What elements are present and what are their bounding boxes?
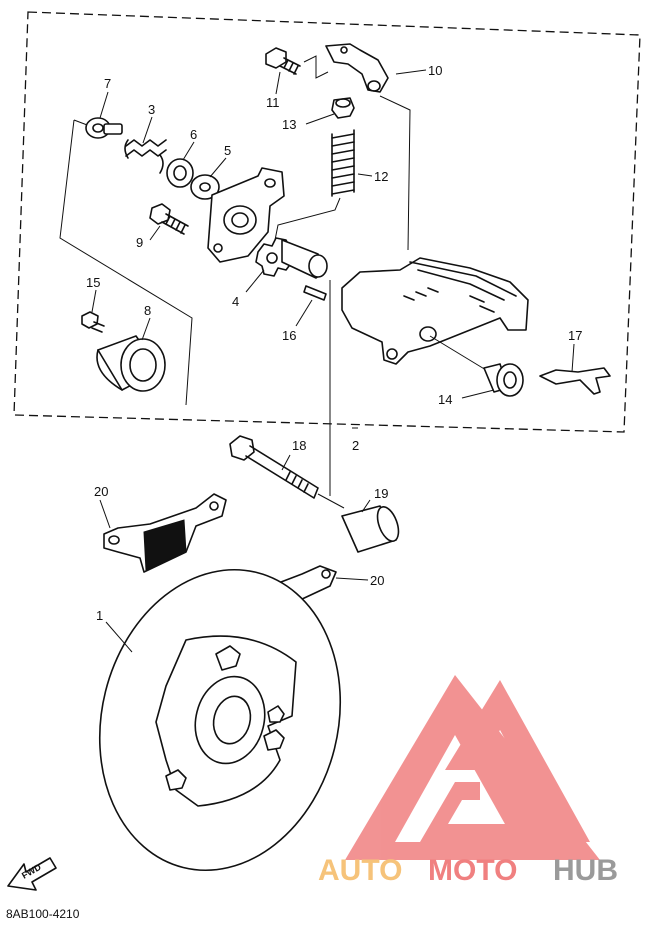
- watermark-text-hub: HUB: [553, 854, 618, 887]
- leader-20a: [99, 499, 111, 529]
- callout-17: 17: [568, 328, 582, 343]
- callout-18: 18: [292, 438, 306, 453]
- part-18-long-bolt: [229, 435, 319, 499]
- leader-18: [281, 454, 291, 471]
- callout-4: 4: [232, 294, 239, 309]
- leader-1: [105, 621, 133, 653]
- leader-12: [357, 173, 373, 177]
- leader-20b: [335, 577, 369, 581]
- leader-19: [361, 499, 371, 513]
- part-5-washer: [190, 174, 220, 200]
- part-16-pin: [303, 285, 327, 301]
- diagram-code: 8AB100-4210: [6, 907, 80, 921]
- part-13-spring-seat: [331, 97, 355, 119]
- callout-8: 8: [144, 303, 151, 318]
- callout-10: 10: [428, 63, 442, 78]
- logo-triangle-right: [445, 680, 590, 842]
- part-3-adjust-spring: [124, 139, 167, 174]
- part-10-lever: [325, 43, 389, 93]
- leader-11: [275, 71, 281, 95]
- part-caliper-bracket: [207, 167, 285, 263]
- callout-16: 16: [282, 328, 296, 343]
- callout-2: 2: [352, 438, 359, 453]
- outline-to-13: [274, 197, 341, 241]
- part-9-bolt: [149, 203, 189, 235]
- leader-14: [461, 389, 495, 399]
- part-7-bleed-screw: [85, 117, 123, 139]
- leader-5: [209, 157, 227, 178]
- callout-13: 13: [282, 117, 296, 132]
- bolt-axis: [317, 493, 345, 509]
- callout-19: 19: [374, 486, 388, 501]
- callout-7: 7: [104, 76, 111, 91]
- part-17-clip: [539, 367, 611, 395]
- part-11-bolt: [265, 47, 301, 75]
- callout-9: 9: [136, 235, 143, 250]
- callout-1: 1: [96, 608, 103, 623]
- part-8-piston: [96, 335, 166, 392]
- leader-10: [395, 69, 427, 75]
- leader-8: [141, 317, 151, 341]
- leader-7: [99, 91, 109, 119]
- callout-14: 14: [438, 392, 452, 407]
- leader-16: [295, 299, 313, 327]
- part-12-spring: [331, 129, 355, 197]
- callout-20-left: 20: [94, 484, 108, 499]
- callout-5: 5: [224, 143, 231, 158]
- part-1-brake-disc: [98, 568, 342, 872]
- callout-15: 15: [86, 275, 100, 290]
- leader-17: [571, 343, 575, 373]
- leader-9: [149, 225, 161, 241]
- logo-g-stroke: [420, 782, 520, 842]
- watermark-text-auto: AUTO: [318, 854, 402, 887]
- part-19-sleeve: [341, 505, 400, 553]
- caliper-axis: [429, 335, 487, 371]
- part-caliper-body: [341, 257, 529, 365]
- part-4-actuating-shaft: [255, 237, 328, 279]
- callout-3: 3: [148, 102, 155, 117]
- leader-4: [245, 269, 265, 293]
- callout-20-right: 20: [370, 573, 384, 588]
- subgroup-outline-left: [59, 119, 193, 406]
- fwd-arrow-icon: FWD: [7, 857, 57, 891]
- outline-10-caliper: [379, 95, 411, 251]
- part-20-pad-left: [103, 493, 227, 573]
- part-6-circlip: [166, 158, 194, 188]
- outline-11-10: [303, 55, 329, 79]
- leader-3: [142, 116, 153, 144]
- watermark-text-moto: MOTO: [428, 854, 517, 887]
- part-15-bleed-bolt: [81, 311, 105, 333]
- callout-12: 12: [374, 169, 388, 184]
- part-14-pin: [483, 363, 524, 397]
- leader-6: [182, 141, 195, 161]
- leader-15: [91, 289, 97, 313]
- leader-13: [305, 113, 335, 125]
- callout-11: 11: [266, 95, 280, 110]
- assembly-boundary: [13, 11, 641, 433]
- callout-6: 6: [190, 127, 197, 142]
- watermark-logo: [345, 675, 600, 860]
